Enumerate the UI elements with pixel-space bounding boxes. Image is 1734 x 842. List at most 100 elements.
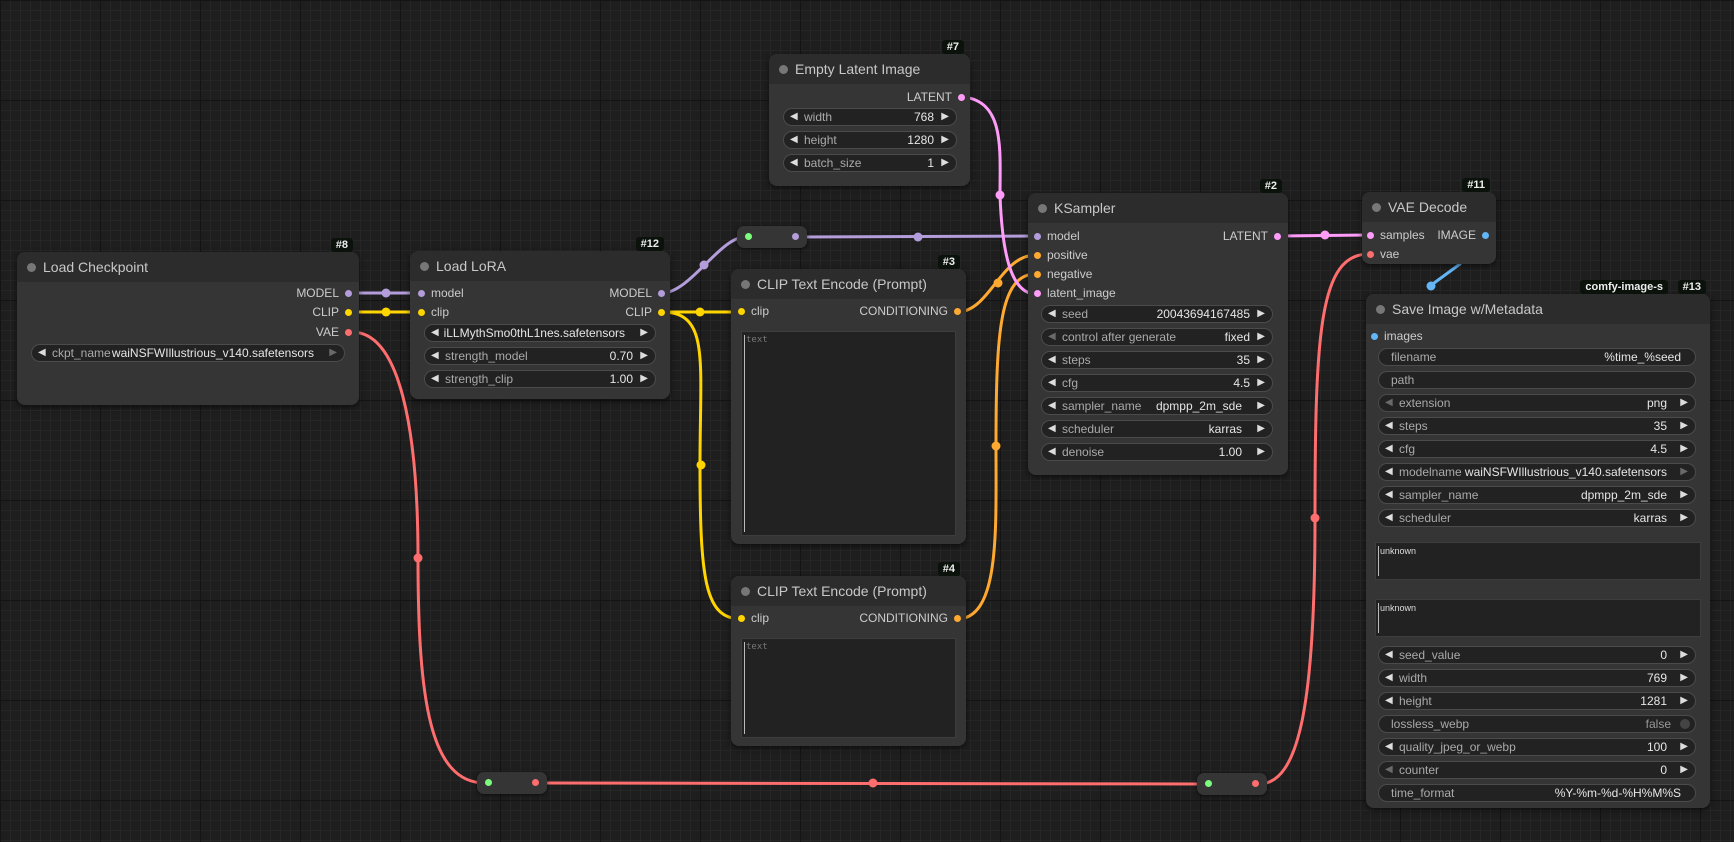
arrow-right-icon[interactable]: ▶ [1257,354,1265,365]
collapse-dot-icon[interactable] [1376,305,1385,314]
seed-value-number[interactable]: ◀ seed_value 0 ▶ [1378,646,1696,664]
output-slot-icon[interactable] [792,233,799,240]
steps-number[interactable]: ◀ steps 35 ▶ [1378,417,1696,435]
arrow-right-icon[interactable]: ▶ [640,350,648,361]
cfg-number[interactable]: ◀ cfg 4.5 ▶ [1378,440,1696,458]
sampler-name-combo[interactable]: ◀ sampler_name dpmpp_2m_sde ▶ [1041,397,1273,415]
arrow-left-icon[interactable]: ◀ [38,347,46,358]
time-format-text[interactable]: time_format %Y-%m-%d-%H%M%S [1378,784,1696,802]
quality-number[interactable]: ◀ quality_jpeg_or_webp 100 ▶ [1378,738,1696,756]
extension-combo[interactable]: ◀ extension png ▶ [1378,394,1696,412]
strength-model-number[interactable]: ◀ strength_model 0.70 ▶ [424,347,656,365]
output-conditioning[interactable]: CONDITIONING [818,302,961,321]
arrow-right-icon[interactable]: ▶ [1680,695,1688,706]
output-slot-icon[interactable] [1482,232,1489,239]
seed-number[interactable]: ◀ seed 20043694167485 ▶ [1041,305,1273,323]
input-negative[interactable]: negative [1034,265,1092,284]
input-slot-icon[interactable] [745,233,752,240]
prompt-text-area[interactable]: text [741,331,956,536]
arrow-left-icon[interactable]: ◀ [1385,420,1393,431]
arrow-left-icon[interactable]: ◀ [431,327,439,338]
output-slot-icon[interactable] [1252,780,1259,787]
input-slot-icon[interactable] [1367,251,1374,258]
reroute-vae-right[interactable] [1197,773,1267,795]
output-conditioning[interactable]: CONDITIONING [818,609,961,628]
arrow-right-icon[interactable]: ▶ [1257,331,1265,342]
arrow-right-icon[interactable]: ▶ [1257,377,1265,388]
arrow-left-icon[interactable]: ◀ [1385,741,1393,752]
arrow-left-icon[interactable]: ◀ [431,350,439,361]
arrow-right-icon[interactable]: ▶ [640,327,648,338]
negative-text-area[interactable]: unknown [1375,599,1701,637]
control-after-generate-combo[interactable]: ◀ control after generate fixed ▶ [1041,328,1273,346]
output-model[interactable]: MODEL [562,284,665,303]
toggle-knob-icon[interactable] [1680,719,1690,729]
input-model[interactable]: model [1034,227,1080,246]
arrow-left-icon[interactable]: ◀ [790,111,798,122]
batch-size-number[interactable]: ◀ batch_size 1 ▶ [783,154,957,172]
collapse-dot-icon[interactable] [779,65,788,74]
arrow-left-icon[interactable]: ◀ [1048,377,1056,388]
collapse-dot-icon[interactable] [1038,204,1047,213]
arrow-left-icon[interactable]: ◀ [431,373,439,384]
node-title[interactable]: Empty Latent Image [769,54,970,84]
positive-text-area[interactable]: unknown [1375,542,1701,580]
node-clip-text-encode-negative[interactable]: #4 CLIP Text Encode (Prompt) clip CONDIT… [731,562,966,746]
modelname-combo[interactable]: ◀ modelname waiNSFWIllustrious_v140.safe… [1378,463,1696,481]
arrow-left-icon[interactable]: ◀ [1385,466,1393,477]
node-title[interactable]: KSampler [1028,193,1288,223]
input-slot-icon[interactable] [1034,252,1041,259]
collapse-dot-icon[interactable] [420,262,429,271]
input-vae[interactable]: vae [1367,245,1399,264]
collapse-dot-icon[interactable] [741,280,750,289]
arrow-left-icon[interactable]: ◀ [790,134,798,145]
input-samples[interactable]: samples [1367,226,1425,245]
output-clip[interactable]: CLIP [219,303,352,322]
prompt-text-area[interactable]: text [741,638,956,738]
arrow-right-icon[interactable]: ▶ [1257,308,1265,319]
output-slot-icon[interactable] [658,309,665,316]
denoise-number[interactable]: ◀ denoise 1.00 ▶ [1041,443,1273,461]
arrow-right-icon[interactable]: ▶ [640,373,648,384]
arrow-left-icon[interactable]: ◀ [1048,400,1056,411]
filename-text[interactable]: filename %time_%seed [1378,348,1696,366]
arrow-right-icon[interactable]: ▶ [941,111,949,122]
arrow-left-icon[interactable]: ◀ [1385,443,1393,454]
input-clip[interactable]: clip [738,609,769,628]
input-slot-icon[interactable] [1034,271,1041,278]
arrow-right-icon[interactable]: ▶ [1680,741,1688,752]
input-slot-icon[interactable] [1034,290,1041,297]
output-vae[interactable]: VAE [219,323,352,342]
output-slot-icon[interactable] [658,290,665,297]
input-slot-icon[interactable] [1205,780,1212,787]
width-number[interactable]: ◀ width 768 ▶ [783,108,957,126]
width-number[interactable]: ◀ width 769 ▶ [1378,669,1696,687]
output-clip[interactable]: CLIP [562,303,665,322]
output-slot-icon[interactable] [345,290,352,297]
arrow-left-icon[interactable]: ◀ [1048,308,1056,319]
collapse-dot-icon[interactable] [27,263,36,272]
node-vae-decode[interactable]: #11 VAE Decode samples vae IMAGE [1362,178,1496,264]
node-title[interactable]: CLIP Text Encode (Prompt) [731,576,966,606]
input-slot-icon[interactable] [738,615,745,622]
output-slot-icon[interactable] [532,779,539,786]
input-slot-icon[interactable] [485,779,492,786]
input-model[interactable]: model [418,284,464,303]
arrow-right-icon[interactable]: ▶ [941,134,949,145]
node-title[interactable]: VAE Decode [1362,192,1496,222]
input-slot-icon[interactable] [738,308,745,315]
arrow-left-icon[interactable]: ◀ [1385,649,1393,660]
path-text[interactable]: path [1378,371,1696,389]
height-number[interactable]: ◀ height 1280 ▶ [783,131,957,149]
lossless-webp-toggle[interactable]: lossless_webp false [1378,715,1696,733]
lora-name-combo[interactable]: ◀ iLLMythSmo0thL1nes.safetensors ▶ [424,324,656,342]
output-slot-icon[interactable] [345,309,352,316]
input-positive[interactable]: positive [1034,246,1088,265]
arrow-right-icon[interactable]: ▶ [1680,466,1688,477]
arrow-left-icon[interactable]: ◀ [1385,695,1393,706]
scheduler-combo[interactable]: ◀ scheduler karras ▶ [1378,509,1696,527]
output-slot-icon[interactable] [954,308,961,315]
input-images[interactable]: images [1371,327,1423,346]
height-number[interactable]: ◀ height 1281 ▶ [1378,692,1696,710]
arrow-right-icon[interactable]: ▶ [1680,443,1688,454]
